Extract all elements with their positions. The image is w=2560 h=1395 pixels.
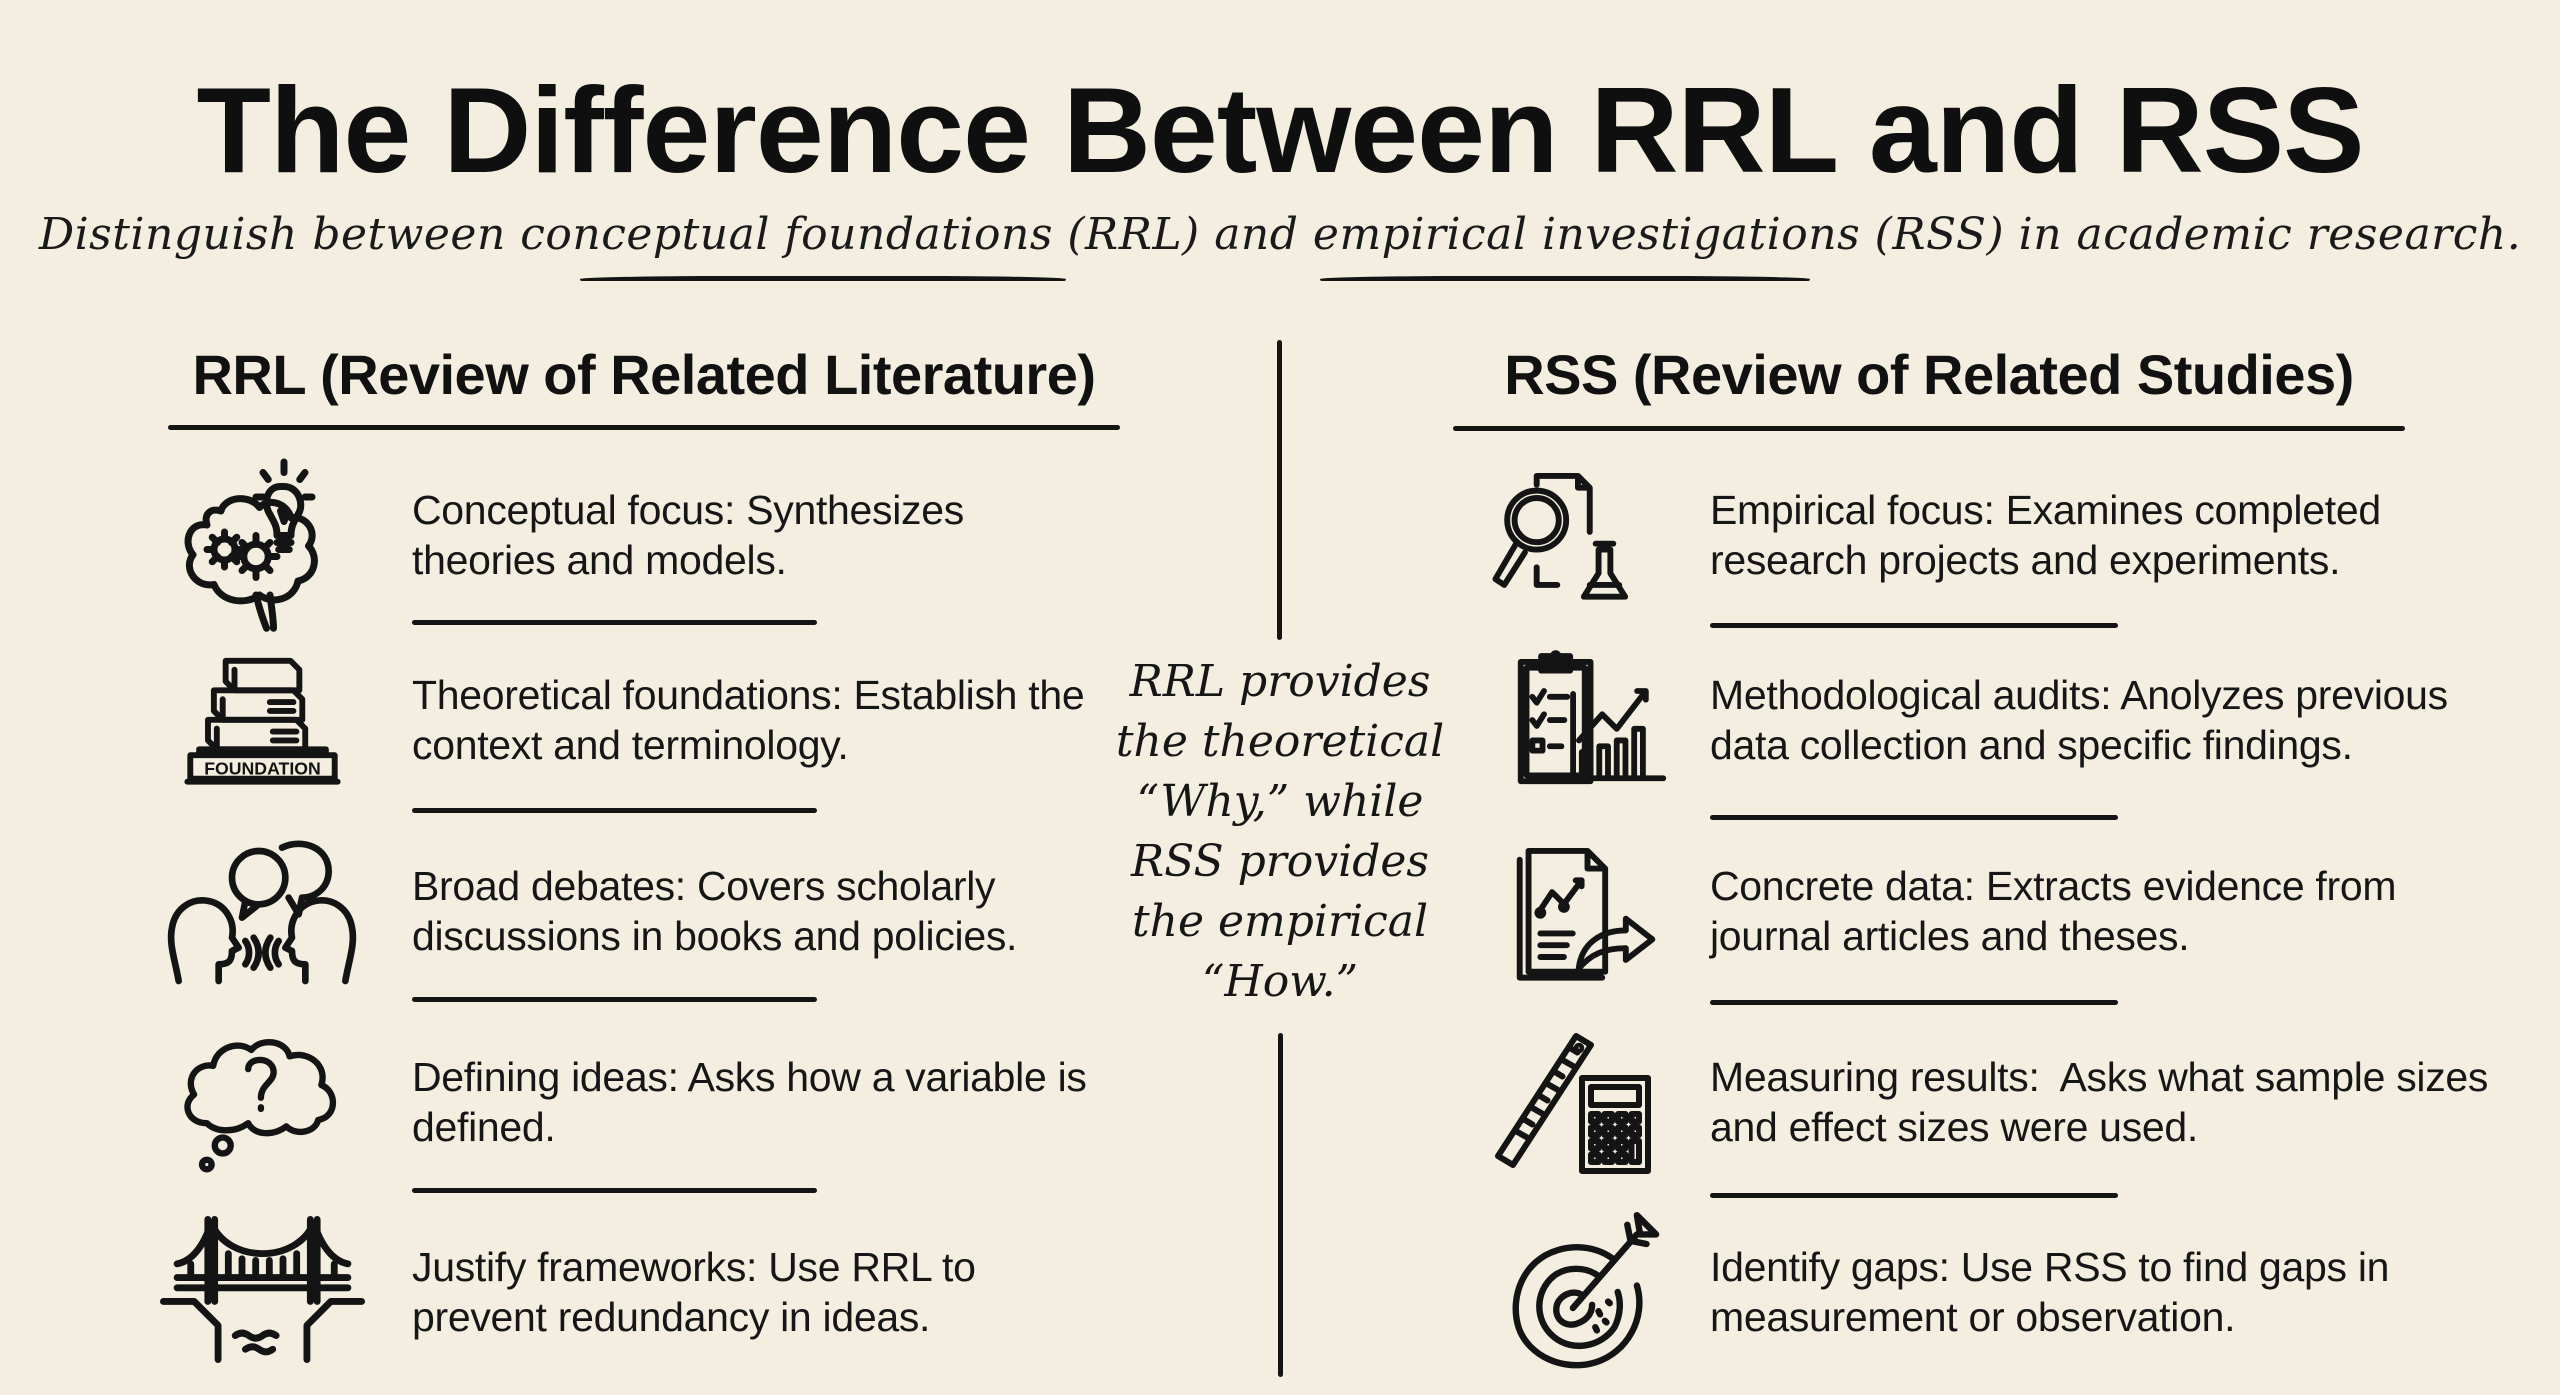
rrl-item-divider: [412, 997, 817, 1002]
quote-line: RSS provides: [1130, 836, 1430, 887]
rrl-item-2: Theoretical foundations: Establish the c…: [412, 670, 1112, 770]
rrl-item-label: Conceptual focus:: [412, 487, 736, 533]
rrl-item-label: Theoretical foundations:: [412, 672, 843, 718]
center-divider-top: [1277, 340, 1282, 640]
rss-item-text: Use RSS to find gaps in measurement or o…: [1710, 1244, 2390, 1340]
rss-item-label: Concrete data:: [1710, 863, 1975, 909]
quote-line: “How.”: [1201, 956, 1359, 1007]
rss-item-text: Asks what sample sizes and effect sizes …: [1710, 1054, 2500, 1150]
rss-item-5: Identify gaps: Use RSS to find gaps in m…: [1710, 1242, 2510, 1342]
subtitle: Distinguish between conceptual foundatio…: [0, 205, 2560, 265]
subtitle-term-conceptual: conceptual foundations: [520, 209, 1053, 260]
quote-line: “Why,” while: [1136, 776, 1424, 827]
rss-item-4: Measuring results: Asks what sample size…: [1710, 1052, 2510, 1152]
thought-cloud-question-icon: [175, 1030, 350, 1175]
debate-heads-speech-icon: [162, 826, 362, 996]
subtitle-underline-conceptual: [580, 276, 1066, 281]
rss-item-divider: [1710, 1000, 2118, 1005]
rrl-item-text: Asks how a variable is defined.: [412, 1054, 1087, 1150]
quote-line: RRL provides: [1129, 656, 1431, 707]
rss-item-2: Methodological audits: Anolyzes previous…: [1710, 670, 2530, 770]
rrl-header: RRL (Review of Related Literature): [192, 343, 1096, 406]
foundation-books-icon: FOUNDATION: [180, 652, 345, 792]
document-chart-extract-icon: [1510, 845, 1665, 985]
rss-item-text: Extracts evidence from journal articles …: [1710, 863, 2397, 959]
center-quote: RRL provides the theoretical “Why,” whil…: [1080, 652, 1480, 1012]
rss-item-divider: [1710, 623, 2118, 628]
rrl-item-1: Conceptual focus: Synthesizes theories a…: [412, 485, 1092, 585]
rrl-item-text: Establish the context and terminology.: [412, 672, 1085, 768]
rss-item-text: Anolyzes previous data collection and sp…: [1710, 672, 2448, 768]
quote-line: the empirical: [1131, 896, 1429, 947]
subtitle-middle: (RRL) and: [1052, 209, 1313, 260]
rss-item-1: Empirical focus: Examines completed rese…: [1710, 485, 2510, 585]
rss-item-divider: [1710, 1193, 2118, 1198]
clipboard-checklist-chart-icon: [1512, 648, 1672, 798]
rrl-header-rule: [168, 425, 1120, 430]
subtitle-underline-empirical: [1320, 276, 1810, 281]
brain-gears-lightbulb-icon: [172, 455, 347, 632]
rss-item-label: Identify gaps:: [1710, 1244, 1950, 1290]
bridge-icon: [160, 1212, 365, 1367]
rrl-item-text: Use RRL to prevent redundancy in ideas.: [412, 1244, 976, 1340]
rrl-item-divider: [412, 620, 817, 625]
rrl-item-5: Justify frameworks: Use RRL to prevent r…: [412, 1242, 1112, 1342]
rss-item-3: Concrete data: Extracts evidence from jo…: [1710, 861, 2510, 961]
rss-item-label: Measuring results:: [1710, 1054, 2040, 1100]
svg-text:FOUNDATION: FOUNDATION: [204, 758, 321, 778]
rrl-item-divider: [412, 1188, 817, 1193]
magnifier-flask-document-icon: [1485, 470, 1665, 610]
quote-line: the theoretical: [1115, 716, 1445, 767]
rrl-item-4: Defining ideas: Asks how a variable is d…: [412, 1052, 1112, 1152]
subtitle-term-empirical: empirical investigations: [1312, 209, 1861, 260]
rrl-item-label: Broad debates:: [412, 863, 686, 909]
ruler-calculator-icon: [1492, 1030, 1672, 1180]
rss-item-text: Examines completed research projects and…: [1710, 487, 2381, 583]
rrl-item-text: Covers scholarly discussions in books an…: [412, 863, 1018, 959]
rss-header: RSS (Review of Related Studies): [1504, 343, 2354, 406]
rrl-item-label: Defining ideas:: [412, 1054, 679, 1100]
rss-header-rule: [1453, 426, 2405, 431]
rrl-item-text: Synthesizes theories and models.: [412, 487, 964, 583]
page-title: The Difference Between RRL and RSS: [196, 62, 2364, 198]
subtitle-suffix: (RSS) in academic research.: [1860, 209, 2522, 260]
rrl-item-divider: [412, 808, 817, 813]
subtitle-prefix: Distinguish between: [38, 209, 521, 260]
rss-item-label: Methodological audits:: [1710, 672, 2112, 718]
center-divider-bottom: [1278, 1033, 1283, 1377]
rss-item-divider: [1710, 815, 2118, 820]
target-dart-icon: [1500, 1212, 1665, 1372]
rrl-item-label: Justify frameworks:: [412, 1244, 758, 1290]
rrl-item-3: Broad debates: Covers scholarly discussi…: [412, 861, 1112, 961]
rss-item-label: Empirical focus:: [1710, 487, 1995, 533]
